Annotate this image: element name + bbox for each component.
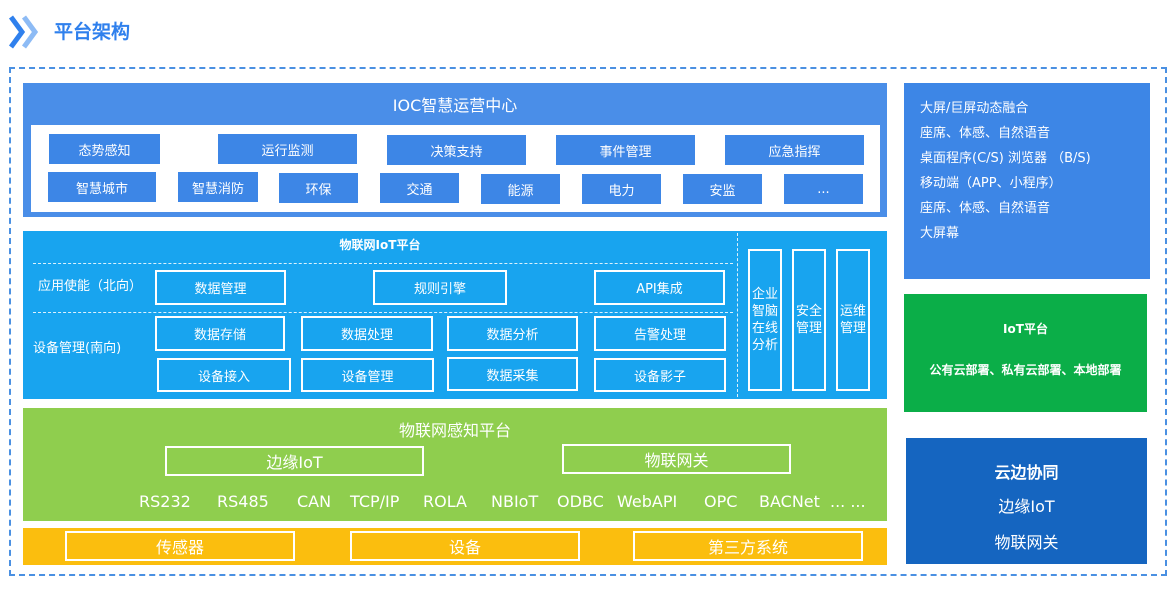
ioc-domain: ... bbox=[784, 174, 863, 204]
base-item-sensor: 传感器 bbox=[65, 531, 295, 561]
ioc-module: 决策支持 bbox=[387, 135, 526, 165]
cloud-card-line: 边缘IoT bbox=[998, 497, 1055, 516]
ioc-domain: 智慧城市 bbox=[48, 172, 156, 202]
base-item-device: 设备 bbox=[350, 531, 580, 561]
ioc-domain: 电力 bbox=[582, 174, 661, 204]
gateway-box: 物联网关 bbox=[562, 444, 791, 474]
south-module: 设备影子 bbox=[594, 358, 726, 392]
presentation-panel bbox=[904, 83, 1150, 279]
north-module: API集成 bbox=[594, 270, 725, 305]
protocol-label: OPC bbox=[704, 492, 738, 511]
north-module: 规则引擎 bbox=[373, 270, 507, 305]
double-chevron-right-icon bbox=[8, 14, 48, 50]
iot-deployment-card bbox=[904, 294, 1147, 412]
cloud-card-title: 云边协同 bbox=[994, 463, 1059, 482]
south-module: 告警处理 bbox=[594, 316, 726, 351]
protocol-label: ROLA bbox=[423, 492, 467, 511]
south-module: 数据采集 bbox=[447, 357, 578, 391]
presentation-line: 座席、体感、自然语音 bbox=[920, 201, 1051, 216]
protocol-label: ... ... bbox=[830, 492, 866, 511]
protocol-label: RS485 bbox=[217, 492, 269, 511]
edge-iot-box: 边缘IoT bbox=[165, 446, 424, 476]
perception-title: 物联网感知平台 bbox=[398, 421, 511, 440]
north-module: 数据管理 bbox=[155, 270, 286, 305]
divider bbox=[737, 233, 738, 397]
ioc-domain: 智慧消防 bbox=[178, 172, 258, 202]
presentation-line: 桌面程序(C/S) 浏览器 （B/S) bbox=[920, 151, 1091, 166]
page-title: 平台架构 bbox=[54, 21, 131, 43]
iot-card-title: IoT平台 bbox=[1003, 321, 1048, 336]
presentation-line: 大屏幕 bbox=[920, 226, 960, 241]
ioc-domain: 环保 bbox=[279, 173, 358, 203]
south-module: 设备管理 bbox=[301, 358, 434, 392]
iot-card-desc: 公有云部署、私有云部署、本地部署 bbox=[929, 362, 1122, 377]
iot-platform-title: 物联网IoT平台 bbox=[339, 237, 421, 252]
base-section bbox=[23, 528, 887, 565]
presentation-line: 座席、体感、自然语音 bbox=[920, 126, 1051, 141]
ioc-module: 应急指挥 bbox=[725, 135, 864, 165]
protocol-label: ODBC bbox=[557, 492, 604, 511]
ioc-title: IOC智慧运营中心 bbox=[392, 96, 518, 115]
south-module: 数据存储 bbox=[155, 316, 285, 351]
cloud-edge-card bbox=[906, 438, 1147, 564]
presentation-line: 移动端（APP、小程序） bbox=[920, 176, 1062, 191]
protocol-label: NBIoT bbox=[491, 492, 539, 511]
ioc-module: 运行监测 bbox=[218, 134, 357, 164]
ioc-module: 态势感知 bbox=[49, 134, 160, 164]
south-module: 数据处理 bbox=[301, 316, 433, 351]
protocol-label: CAN bbox=[297, 492, 332, 511]
architecture-frame bbox=[9, 67, 1167, 576]
south-module: 数据分析 bbox=[447, 316, 578, 351]
cloud-card-line: 物联网关 bbox=[994, 533, 1059, 552]
ioc-domain: 能源 bbox=[481, 174, 560, 204]
south-module: 设备接入 bbox=[157, 358, 291, 392]
protocol-label: RS232 bbox=[139, 492, 191, 511]
ioc-module: 事件管理 bbox=[556, 135, 695, 165]
divider bbox=[33, 263, 733, 264]
vertical-module-ops: 运维管理 bbox=[836, 249, 870, 391]
ioc-domain: 交通 bbox=[380, 173, 459, 203]
protocol-label: WebAPI bbox=[617, 492, 678, 511]
ioc-domain: 安监 bbox=[683, 174, 762, 204]
base-item-third-party: 第三方系统 bbox=[633, 531, 863, 561]
vertical-module-security: 安全管理 bbox=[792, 249, 826, 391]
south-layer-label: 设备管理(南向) bbox=[33, 341, 122, 356]
protocol-label: BACNet bbox=[759, 492, 820, 511]
iot-platform-section bbox=[23, 231, 887, 399]
presentation-line: 大屏/巨屏动态融合 bbox=[920, 101, 1029, 116]
north-layer-label: 应用使能（北向） bbox=[38, 279, 143, 294]
vertical-module-analysis: 企业智脑在线分析 bbox=[748, 249, 782, 391]
protocol-label: TCP/IP bbox=[350, 492, 400, 511]
perception-section bbox=[23, 408, 887, 521]
divider bbox=[33, 312, 733, 313]
